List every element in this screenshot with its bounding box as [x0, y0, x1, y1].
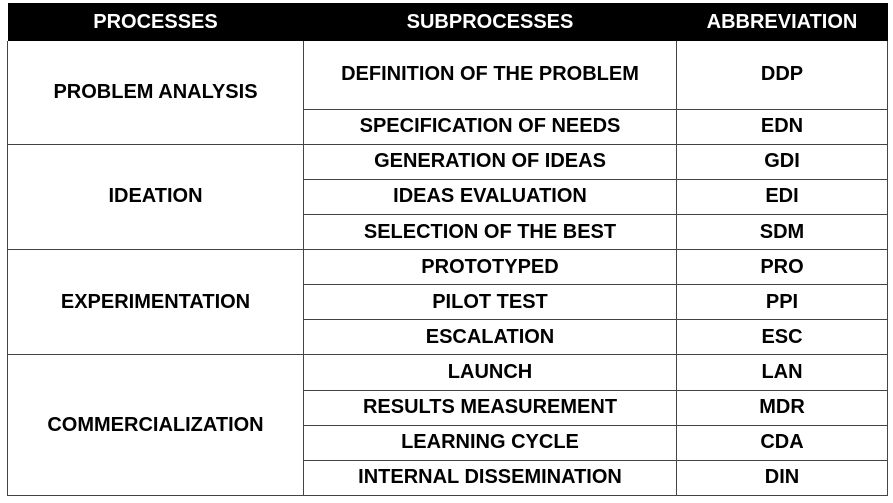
subprocess-cell: SELECTION OF THE BEST [303, 214, 677, 251]
subprocess-cell: GENERATION OF IDEAS [303, 144, 677, 180]
table-row: LEARNING CYCLE CDA [8, 425, 888, 461]
subprocess-cell: INTERNAL DISSEMINATION [303, 460, 677, 497]
header-abbreviation: ABBREVIATION [676, 3, 888, 41]
abbreviation-cell: PPI [676, 284, 888, 321]
table-row: ESCALATION ESC [8, 319, 888, 356]
table-row: SPECIFICATION OF NEEDS EDN [8, 109, 888, 145]
subprocess-cell: LAUNCH [303, 354, 677, 391]
table-row: PILOT TEST PPI [8, 284, 888, 321]
abbreviation-cell: MDR [676, 390, 888, 426]
table-header-row: PROCESSES SUBPROCESSES ABBREVIATION [7, 3, 888, 41]
process-cell: EXPERIMENTATION [7, 249, 304, 356]
abbreviation-cell: EDI [676, 179, 888, 216]
abbreviation-cell: PRO [676, 249, 888, 286]
abbreviation-cell: DIN [676, 460, 888, 497]
table-row: INTERNAL DISSEMINATION DIN [8, 460, 888, 497]
process-cell: PROBLEM ANALYSIS [7, 41, 304, 145]
abbreviation-cell: ESC [676, 319, 888, 356]
table-row: SELECTION OF THE BEST SDM [8, 214, 888, 251]
table-row: COMMERCIALIZATION LAUNCH LAN [7, 354, 888, 496]
subprocess-cell: PILOT TEST [303, 284, 677, 321]
abbreviation-cell: SDM [676, 214, 888, 251]
subprocess-cell: IDEAS EVALUATION [303, 179, 677, 216]
table-row: IDEAS EVALUATION EDI [8, 179, 888, 216]
table-row: RESULTS MEASUREMENT MDR [8, 390, 888, 426]
subprocess-cell: ESCALATION [303, 319, 677, 356]
subprocess-cell: RESULTS MEASUREMENT [303, 390, 677, 426]
table-row: EXPERIMENTATION PROTOTYPED PRO [7, 249, 888, 356]
subprocess-cell: SPECIFICATION OF NEEDS [303, 109, 677, 145]
process-table: PROCESSES SUBPROCESSES ABBREVIATION PROB… [7, 3, 888, 497]
abbreviation-cell: EDN [676, 109, 888, 145]
subprocess-cell: DEFINITION OF THE PROBLEM [303, 41, 677, 110]
header-processes: PROCESSES [7, 3, 304, 41]
process-cell: IDEATION [7, 144, 304, 251]
subprocess-cell: PROTOTYPED [303, 249, 677, 286]
table-row: IDEATION GENERATION OF IDEAS GDI [7, 144, 888, 251]
header-subprocesses: SUBPROCESSES [303, 3, 677, 41]
abbreviation-cell: LAN [676, 354, 888, 391]
abbreviation-cell: DDP [676, 41, 888, 110]
abbreviation-cell: CDA [676, 425, 888, 461]
table-row: PROBLEM ANALYSIS DEFINITION OF THE PROBL… [7, 41, 888, 145]
process-cell: COMMERCIALIZATION [7, 354, 304, 496]
abbreviation-cell: GDI [676, 144, 888, 180]
subprocess-cell: LEARNING CYCLE [303, 425, 677, 461]
